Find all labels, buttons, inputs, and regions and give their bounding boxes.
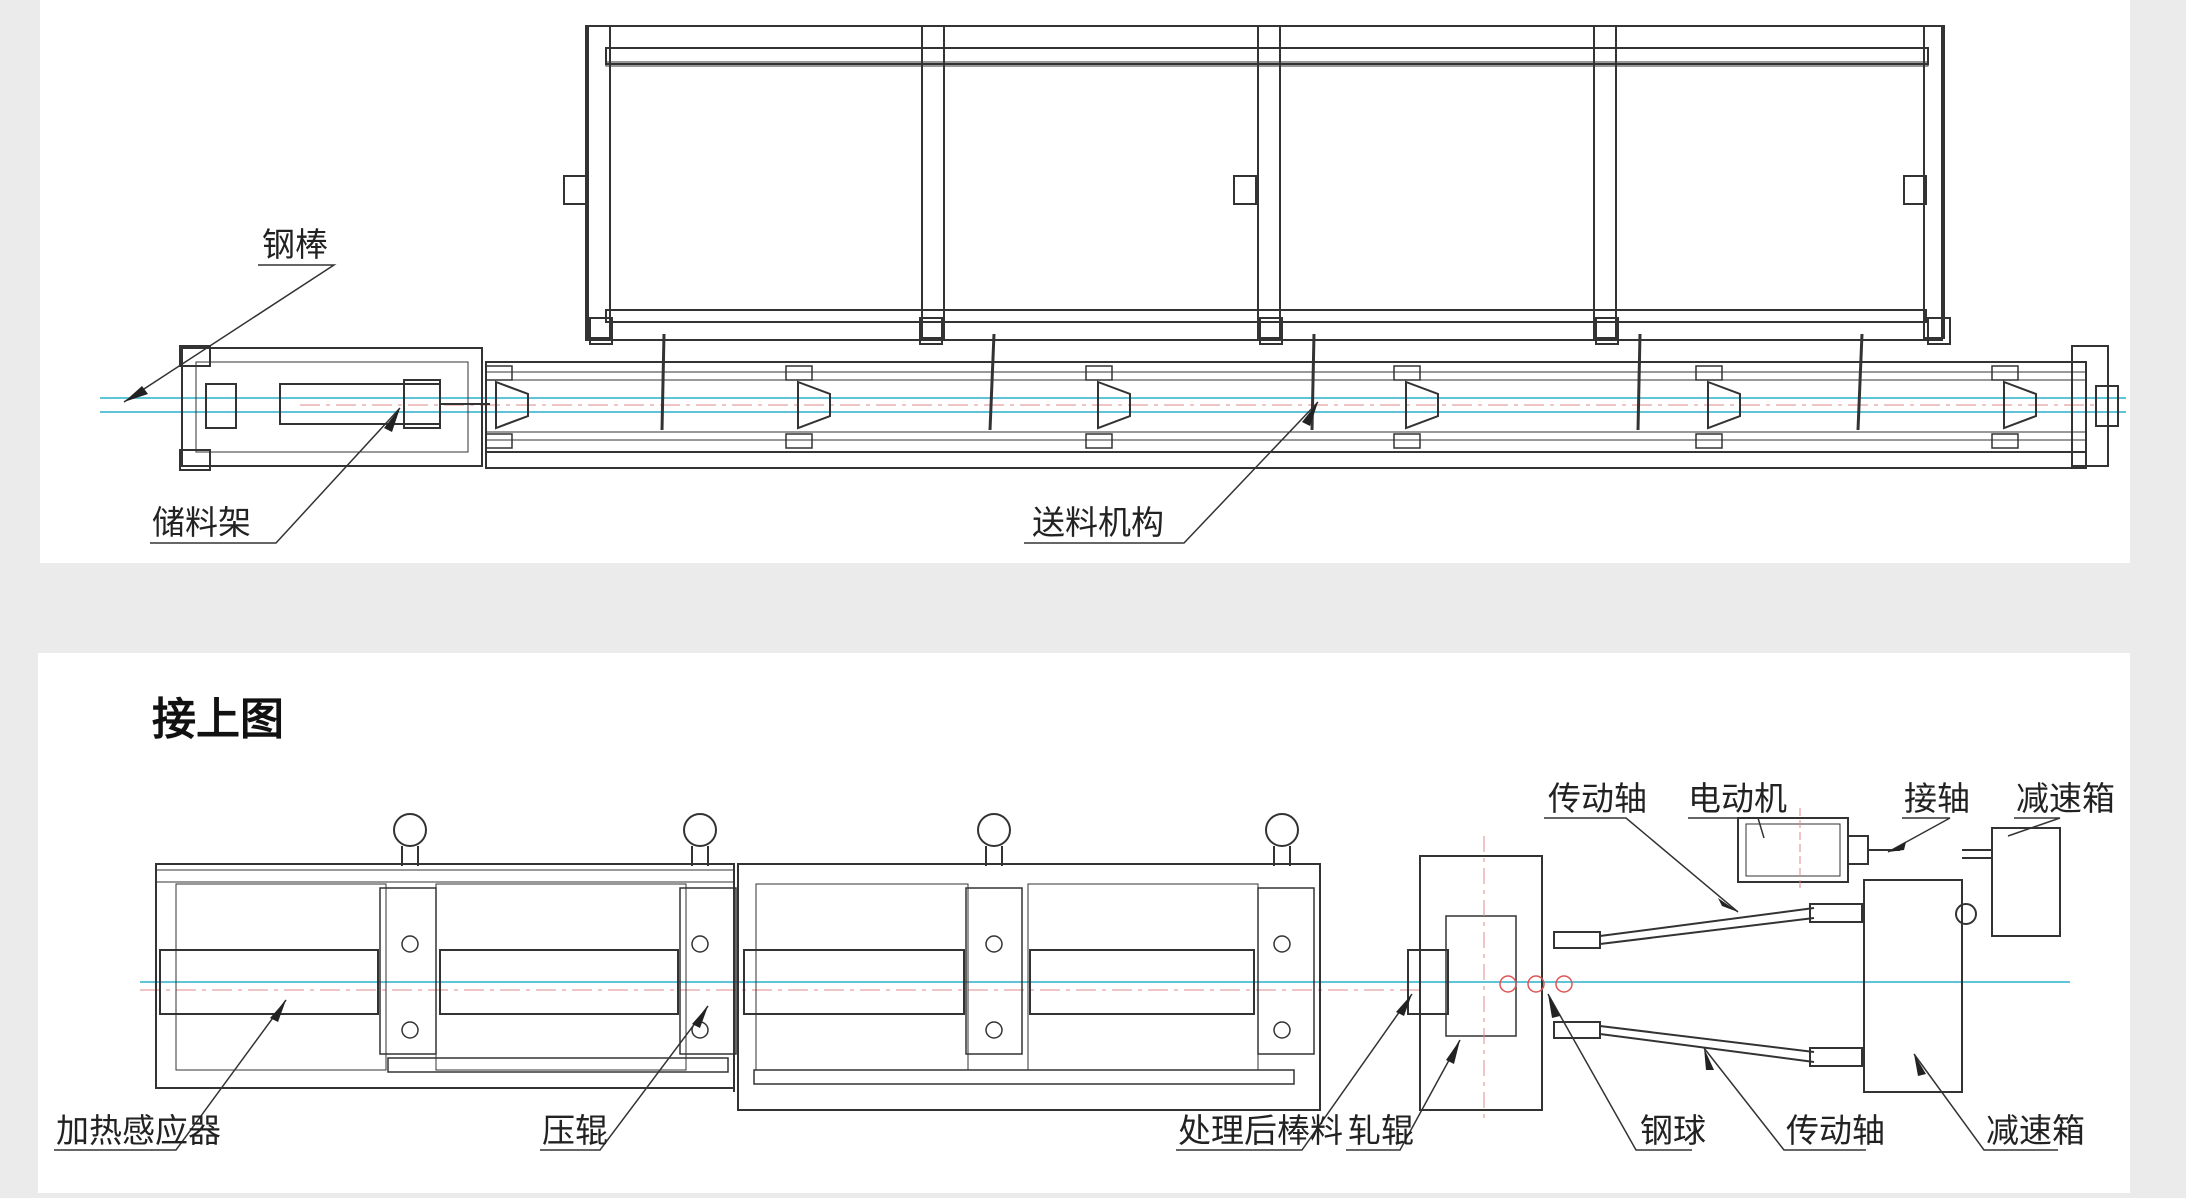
leader-steel-ball (1547, 993, 1692, 1151)
label-reducer-upper: 减速箱 (2016, 779, 2115, 818)
leader-motor (1688, 817, 1765, 839)
leader-drive-shaft-upper (1544, 817, 1739, 913)
rolling-drawing-panel (38, 653, 2130, 1193)
label-drive-shaft-upper: 传动轴 (1548, 779, 1647, 818)
label-motor: 电动机 (1688, 779, 1787, 818)
bearing-blocks (485, 365, 2019, 449)
drive-shafts (1553, 903, 1863, 1067)
feed-pushers (660, 333, 1864, 431)
leader-storage-rack (150, 407, 401, 544)
leader-feeding (1024, 401, 1319, 544)
label-steel-bar: 钢棒 (262, 225, 328, 264)
reducer-gearbox (1863, 827, 2061, 1093)
feeding-mechanism-rail (485, 345, 2119, 469)
feeding-drawing-panel (40, 0, 2130, 563)
leader-press-roller (540, 1005, 709, 1151)
label-coupling: 接轴 (1904, 779, 1970, 818)
label-roll: 轧辊 (1348, 1111, 1414, 1150)
rack-frame (563, 25, 1951, 345)
label-processed-bar: 处理后棒料 (1178, 1111, 1343, 1150)
label-press-roller: 压辊 (542, 1111, 608, 1150)
press-roller-wheels (401, 935, 1291, 1039)
heating-press-unit-2 (737, 863, 1321, 1111)
leader-reducer-upper (2007, 817, 2061, 837)
label-reducer-lower: 减速箱 (1986, 1111, 2085, 1150)
leader-reducer-lower (1913, 1053, 2058, 1151)
heating-press-unit (155, 863, 737, 1092)
label-feeding-mechanism: 送料机构 (1032, 503, 1164, 542)
leader-roll (1346, 1039, 1461, 1151)
label-storage-rack: 储料架 (152, 503, 251, 542)
leader-coupling (1887, 817, 1951, 853)
leader-processed-bar (1176, 993, 1413, 1151)
press-roller-hangers (393, 813, 1299, 866)
label-heating-inductor: 加热感应器 (56, 1111, 221, 1150)
leader-drive-shaft-lower (1703, 1047, 1866, 1151)
label-drive-shaft-lower: 传动轴 (1786, 1111, 1885, 1150)
roll-stand (1407, 836, 1573, 1120)
leader-heating-inductor (54, 999, 287, 1151)
storage-rack-cylinder (179, 345, 490, 471)
leader-steel-bar (123, 264, 337, 403)
label-steel-ball: 钢球 (1640, 1111, 1706, 1150)
v-rollers (495, 380, 2037, 430)
continuation-title: 接上图 (152, 694, 284, 745)
